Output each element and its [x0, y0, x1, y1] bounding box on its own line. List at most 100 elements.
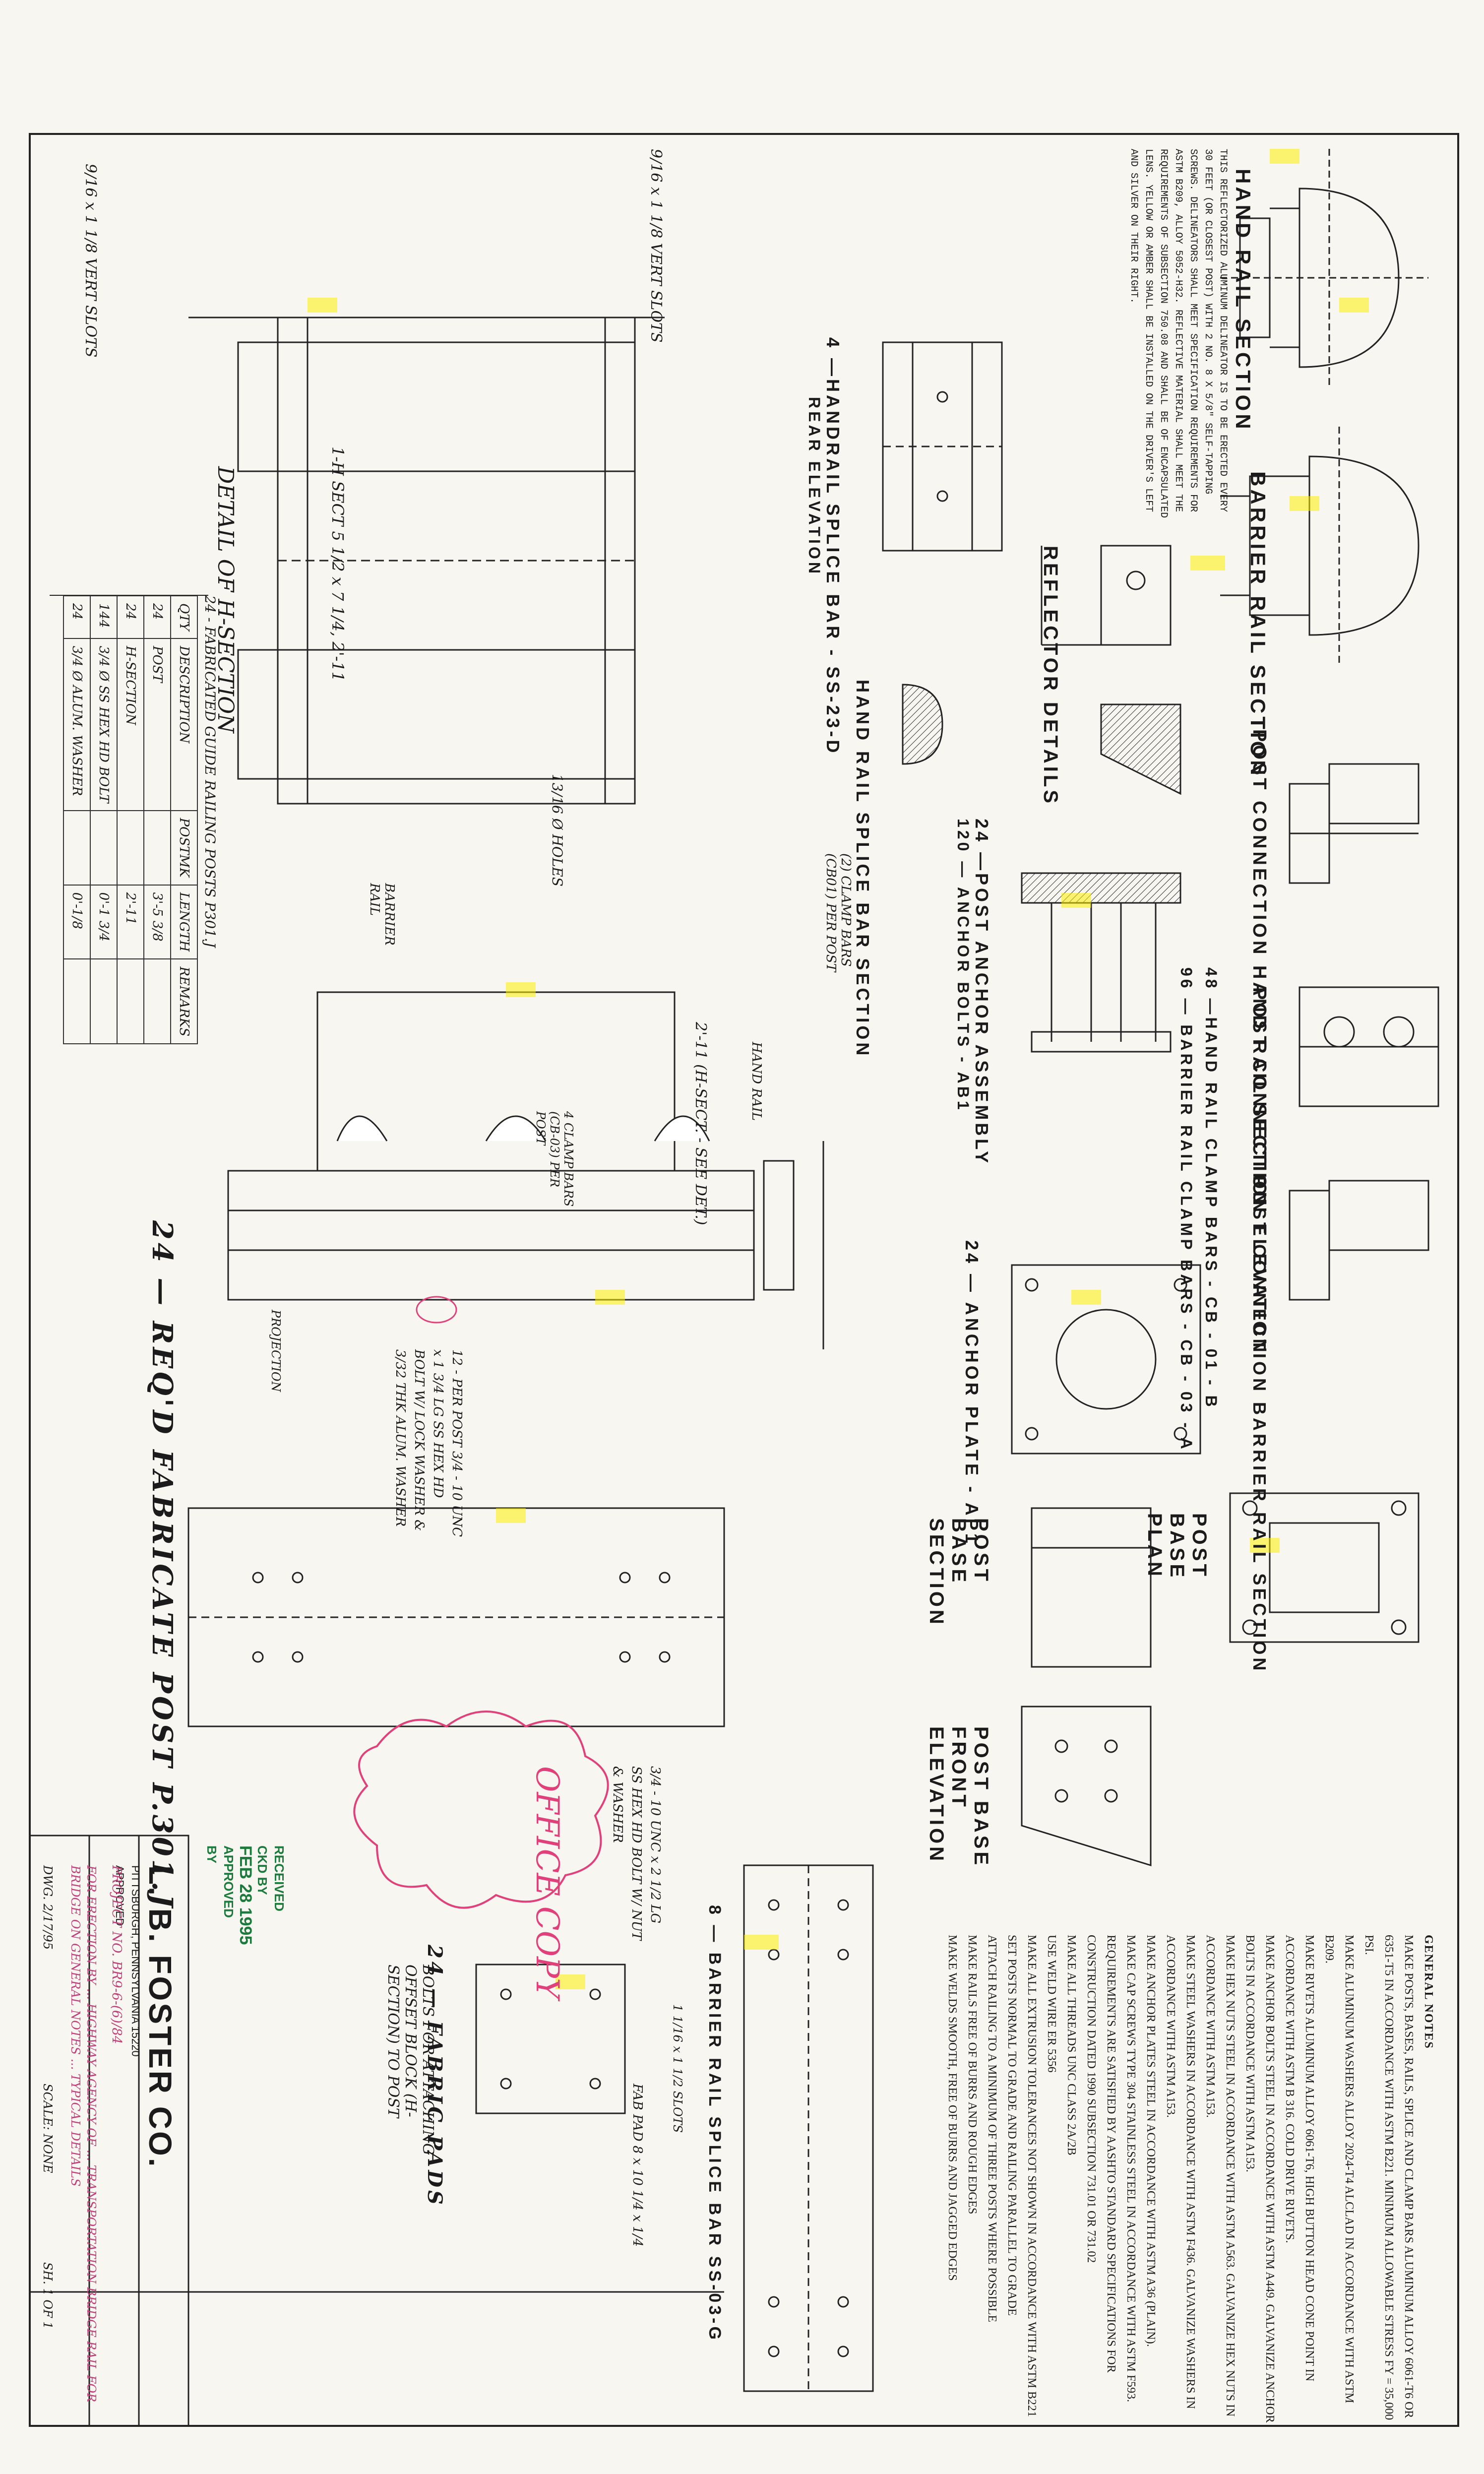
vert-slots-note-2: 9/16 x 1 1/8 VERT SLOTS	[647, 149, 665, 343]
stamp-approved: APPROVED	[221, 1845, 236, 1918]
drawn-date: DWG. 2/17/95	[41, 1865, 55, 1950]
anchor-plate-title: 24 — ANCHOR PLATE - AP1	[962, 1240, 982, 1546]
table-row: 24 3/4 Ø ALUM. WASHER 0'-1/8	[63, 596, 90, 1044]
bolt-note: 12 - PER POST 3/4 - 10 UNC x 1 3/4 LG SS…	[393, 1349, 464, 1537]
bom-header: QTY	[171, 596, 197, 638]
bom-title: 24 - FABRICATED GUIDE RAILING POSTS P301…	[202, 595, 218, 948]
barrier-rail-clamp-bars-title: 96 — BARRIER RAIL CLAMP BARS - CB - 03 -…	[1177, 967, 1195, 1452]
bom-header: POSTMK	[171, 810, 197, 885]
general-note-item: MAKE ANCHOR BOLTS STEEL IN ACCORDANCE WI…	[1243, 1935, 1276, 2423]
bom-cell	[90, 810, 117, 885]
highlight-marks	[308, 149, 1369, 1989]
bom-cell	[63, 959, 90, 1044]
bolts-attaching-note: BOLTS FOR ATTACHING OFFSET BLOCK (H-SECT…	[384, 1965, 436, 2156]
office-copy-cloud	[353, 1711, 609, 1909]
post-anchor-assembly-drawing	[1021, 872, 1181, 1053]
hand-rail-clamp-bars-title: 48 —HAND RAIL CLAMP BARS - CB - 01 - B	[1202, 967, 1220, 1410]
h-sect-see-det: 2'-11 (H-SECT. - SEE DET.)	[692, 1022, 709, 1225]
fab-pad-dims: FAB PAD 8 x 10 1/4 x 1/4	[630, 2084, 645, 2247]
h-sect-dims: 1-H SECT 5 1/2 x 7 1/4, 2'-11	[328, 446, 347, 682]
bom-cell: 2'-11	[117, 885, 144, 959]
bom-cell: 144	[90, 596, 117, 638]
splice-bar-section-title: HAND RAIL SPLICE BAR SECTION	[853, 680, 873, 1059]
general-note-item: ATTACH RAILING TO A MINIMUM OF THREE POS…	[986, 1935, 998, 2323]
stamp-by: BY	[204, 1845, 219, 1864]
holes-note: 13/16 Ø HOLES	[549, 774, 565, 887]
general-note-item: MAKE ANCHOR PLATES STEEL IN ACCORDANCE W…	[1144, 1935, 1157, 2347]
barrier-rail-splice-bar-drawing	[743, 1864, 874, 2392]
barrier-rail-section-drawing	[1220, 427, 1420, 665]
anchor-bolts-title: 120 — ANCHOR BOLTS - AB1	[954, 819, 972, 1113]
table-row: 24 POST 3'-5 3/8	[144, 596, 171, 1044]
barrier-rail-label: BARRIER RAIL	[367, 883, 397, 946]
post-connection-barrier-rail-drawing	[1289, 1180, 1429, 1301]
reflector-details-title: REFLECTOR DETAILS	[1040, 546, 1061, 806]
bom-cell: 0'-1/8	[63, 885, 90, 959]
general-note-item: MAKE WELDS SMOOTH, FREE OF BURRS AND JAG…	[946, 1935, 959, 2281]
reflector-details-drawing	[1041, 545, 1181, 795]
bom-cell	[63, 810, 90, 885]
post-connection-hand-rail-drawing	[1289, 763, 1420, 884]
stamp-received: RECEIVED	[272, 1845, 287, 1911]
hand-rail-label: HAND RAIL	[749, 1042, 764, 1121]
bom-cell	[144, 959, 171, 1044]
post-base-front-elevation-title: POST BASE FRONT ELEVATION	[926, 1726, 992, 1868]
received-stamp: RECEIVED CKD BY FEB 28 1995 APPROVED BY	[203, 1845, 288, 1945]
post-assembly-drawing	[187, 991, 824, 1727]
clamp-bars-note-1: (2) CLAMP BARS (CB01) PER POST	[823, 853, 853, 972]
bom-cell	[144, 810, 171, 885]
bom-cell: 3/4 Ø ALUM. WASHER	[63, 638, 90, 811]
general-note-item: MAKE HEX NUTS STEEL IN ACCORDANCE WITH A…	[1204, 1935, 1237, 2417]
h-section-detail-drawing	[188, 317, 665, 805]
handrail-splice-bar-title: 4 —HANDRAIL SPLICE BAR - SS-23-D	[823, 337, 843, 756]
general-note-item: MAKE RIVETS ALUMINUM ALLOY 6061-T6, HIGH…	[1283, 1935, 1316, 2382]
post-base-front-elevation-drawing	[1021, 1706, 1152, 1867]
sheet-border	[29, 133, 1459, 2427]
general-note-item: USE WELD WIRE ER 5356	[1045, 1935, 1058, 2073]
general-note-item: MAKE STEEL WASHERS IN ACCORDANCE WITH AS…	[1164, 1935, 1197, 2409]
bom-cell: H-SECTION	[117, 638, 144, 811]
sheet-number: SH. 1 OF 1	[41, 2262, 55, 2329]
bom-cell	[117, 810, 144, 885]
bom-cell: 0'-1 3/4	[90, 885, 117, 959]
general-note-item: REQUIREMENTS ARE SATISFIED BY AASHTO STA…	[1085, 1935, 1117, 2373]
post-connection-elevation-drawing	[1298, 986, 1439, 1107]
bom-cell: 3'-5 3/8	[144, 885, 171, 959]
rear-elevation-title: REAR ELEVATION	[805, 397, 823, 576]
stamp-date: FEB 28 1995	[236, 1845, 255, 1945]
bom-cell	[117, 959, 144, 1044]
general-notes-title: GENERAL NOTES	[1422, 1935, 1435, 2049]
bom-header-row: QTY DESCRIPTION POSTMK LENGTH REMARKS	[171, 596, 197, 1044]
project-number: PROJECT NO. BR9-6-(6)/84	[109, 1865, 124, 2044]
scale-label: SCALE: NONE	[41, 2084, 55, 2173]
reflector-note: THIS REFLECTORIZED ALUMINUM DELINEATOR I…	[1128, 149, 1229, 518]
bom-header: DESCRIPTION	[171, 638, 197, 811]
post-base-section-title: POST BASE SECTION	[926, 1518, 992, 1627]
pink-circle-mark	[416, 1296, 457, 1324]
post-anchor-assembly-title: 24 —POST ANCHOR ASSEMBLY	[972, 819, 992, 1166]
slots-note: 1 1/16 x 1 1/2 SLOTS	[671, 2004, 684, 2133]
bom-table-wrapper: 24 - FABRICATED GUIDE RAILING POSTS P301…	[63, 595, 218, 1044]
clamp-bars-note-2: 4 CLAMP BARS (CB-03) PER POST	[534, 1111, 575, 1207]
post-base-plan-title: POST BASE PLAN	[1144, 1513, 1210, 1581]
title-block-frame	[29, 1835, 189, 2427]
bom-cell: 24	[63, 596, 90, 638]
title-description: FOR ERECTION BY ... HIGHWAY AGENCY OF ..…	[68, 1865, 98, 2403]
post-connection-barrier-rail-title: POST CONNECTION BARRIER RAIL SECTION	[1249, 1176, 1270, 1674]
fabric-pads-drawing	[475, 1964, 626, 2114]
general-note-item: MAKE CAP SCREWS TYPE 304 STAINLESS STEEL…	[1124, 1935, 1137, 2403]
bom-cell: 24	[117, 596, 144, 638]
office-copy-text: OFFICE COPY	[529, 1766, 565, 1999]
bom-cell: 24	[144, 596, 171, 638]
vert-slots-note-1: 9/16 x 1 1/8 VERT SLOTS	[82, 164, 99, 358]
stamp-checked: CKD BY	[255, 1845, 270, 1895]
company-city: PITTSBURGH, PENNSYLVANIA 15220	[129, 1865, 142, 2057]
table-row: 24 H-SECTION 2'-11	[117, 596, 144, 1044]
anchor-plate-drawing	[1011, 1264, 1201, 1455]
fabricate-post-title: 24 — REQ'D FABRICATE POST P.301.J	[146, 1220, 179, 1910]
general-notes: GENERAL NOTES MAKE POSTS, BASES, RAILS, …	[942, 1935, 1438, 2431]
bom-cell: POST	[144, 638, 171, 811]
general-note-item: SET POSTS NORMAL TO GRADE AND RAILING PA…	[1005, 1935, 1018, 2316]
